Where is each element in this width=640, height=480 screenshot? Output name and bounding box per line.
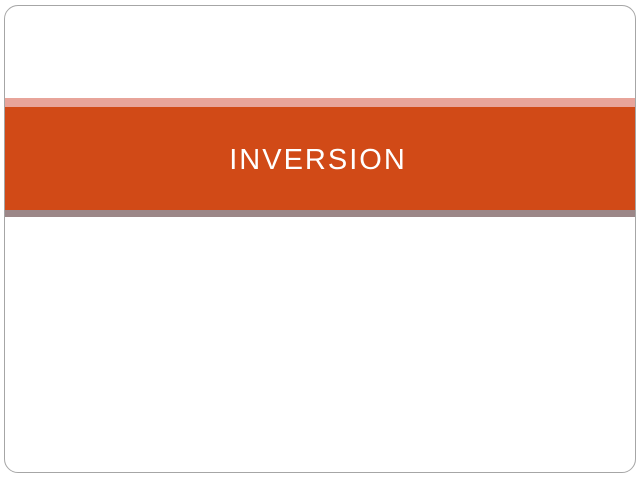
title-band: INVERSION: [5, 107, 635, 210]
slide-title: INVERSION: [229, 144, 407, 176]
title-band-bottom-stripe: [5, 210, 635, 217]
title-band-top-stripe: [5, 98, 635, 107]
slide-frame: INVERSION: [4, 5, 636, 473]
